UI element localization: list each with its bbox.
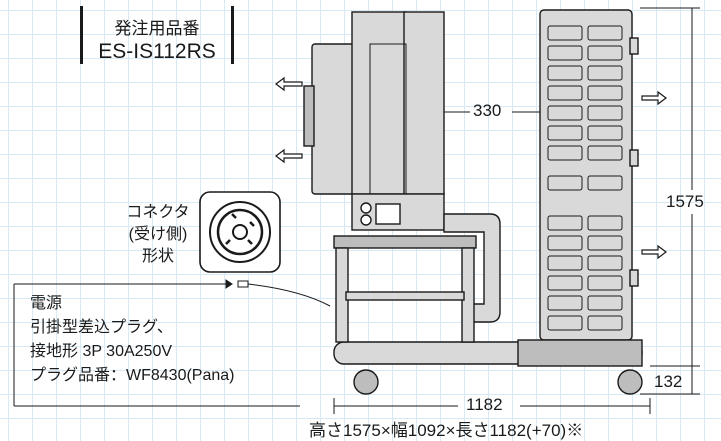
label-right-bar <box>231 6 234 64</box>
connector-caption: コネクタ (受け側) 形状 <box>118 202 198 268</box>
arrow-out-right-2 <box>641 244 667 260</box>
caster-left <box>353 369 379 395</box>
dimension-depth: 330 <box>473 101 502 120</box>
arrow-out-right-1 <box>641 90 667 106</box>
power-heading: 電源 <box>30 295 63 312</box>
arrow-out-left-2 <box>275 148 303 164</box>
connector-caption-line3: 形状 <box>141 248 174 265</box>
dimension-base-height: 132 <box>654 372 683 391</box>
evaporator-fins <box>547 25 623 331</box>
connector-caption-line2: (受け側) <box>128 226 188 243</box>
part-number-title: 発注用品番 <box>114 19 200 38</box>
label-left-bar <box>80 6 83 64</box>
caster-right <box>617 369 643 395</box>
connector-caption-line1: コネクタ <box>126 204 190 221</box>
power-line2: 接地形 3P 30A250V <box>30 343 173 360</box>
evaporator-side-tab-1 <box>629 37 639 55</box>
arrow-out-left-1 <box>275 76 303 92</box>
main-unit-left <box>351 11 407 195</box>
top-frame <box>333 235 477 249</box>
fitting-1 <box>360 202 372 214</box>
fan-grille-edge <box>303 85 315 147</box>
evaporator-side-tab-3 <box>629 269 639 287</box>
dimension-height: 1575 <box>666 192 704 211</box>
dimension-length: 1182 <box>466 395 503 414</box>
fitting-box <box>375 203 401 225</box>
main-unit-panel-line <box>369 43 407 195</box>
power-line1: 引掛型差込プラグ、 <box>30 319 173 336</box>
power-line3: プラグ品番：WF8430(Pana) <box>30 367 235 384</box>
overall-dimensions-spec: 高さ1575×幅1092×長さ1182(+70)※ <box>309 421 584 440</box>
airflow-arrows <box>275 76 667 260</box>
power-callout <box>13 279 331 407</box>
part-number-value: ES-IS112RS <box>98 40 216 63</box>
dimension-lines <box>333 7 700 414</box>
base-plate <box>517 339 643 367</box>
power-spec: 電源 引掛型差込プラグ、 接地形 3P 30A250V プラグ品番：WF8430… <box>30 292 235 388</box>
fan-housing-rear <box>311 43 355 195</box>
main-unit-right <box>403 11 445 195</box>
evaporator-side-tab-2 <box>629 149 639 167</box>
part-number-label: 発注用品番 ES-IS112RS <box>80 4 234 66</box>
crossbar <box>345 291 465 301</box>
fitting-2 <box>360 214 372 226</box>
connector-drawing <box>199 191 281 273</box>
